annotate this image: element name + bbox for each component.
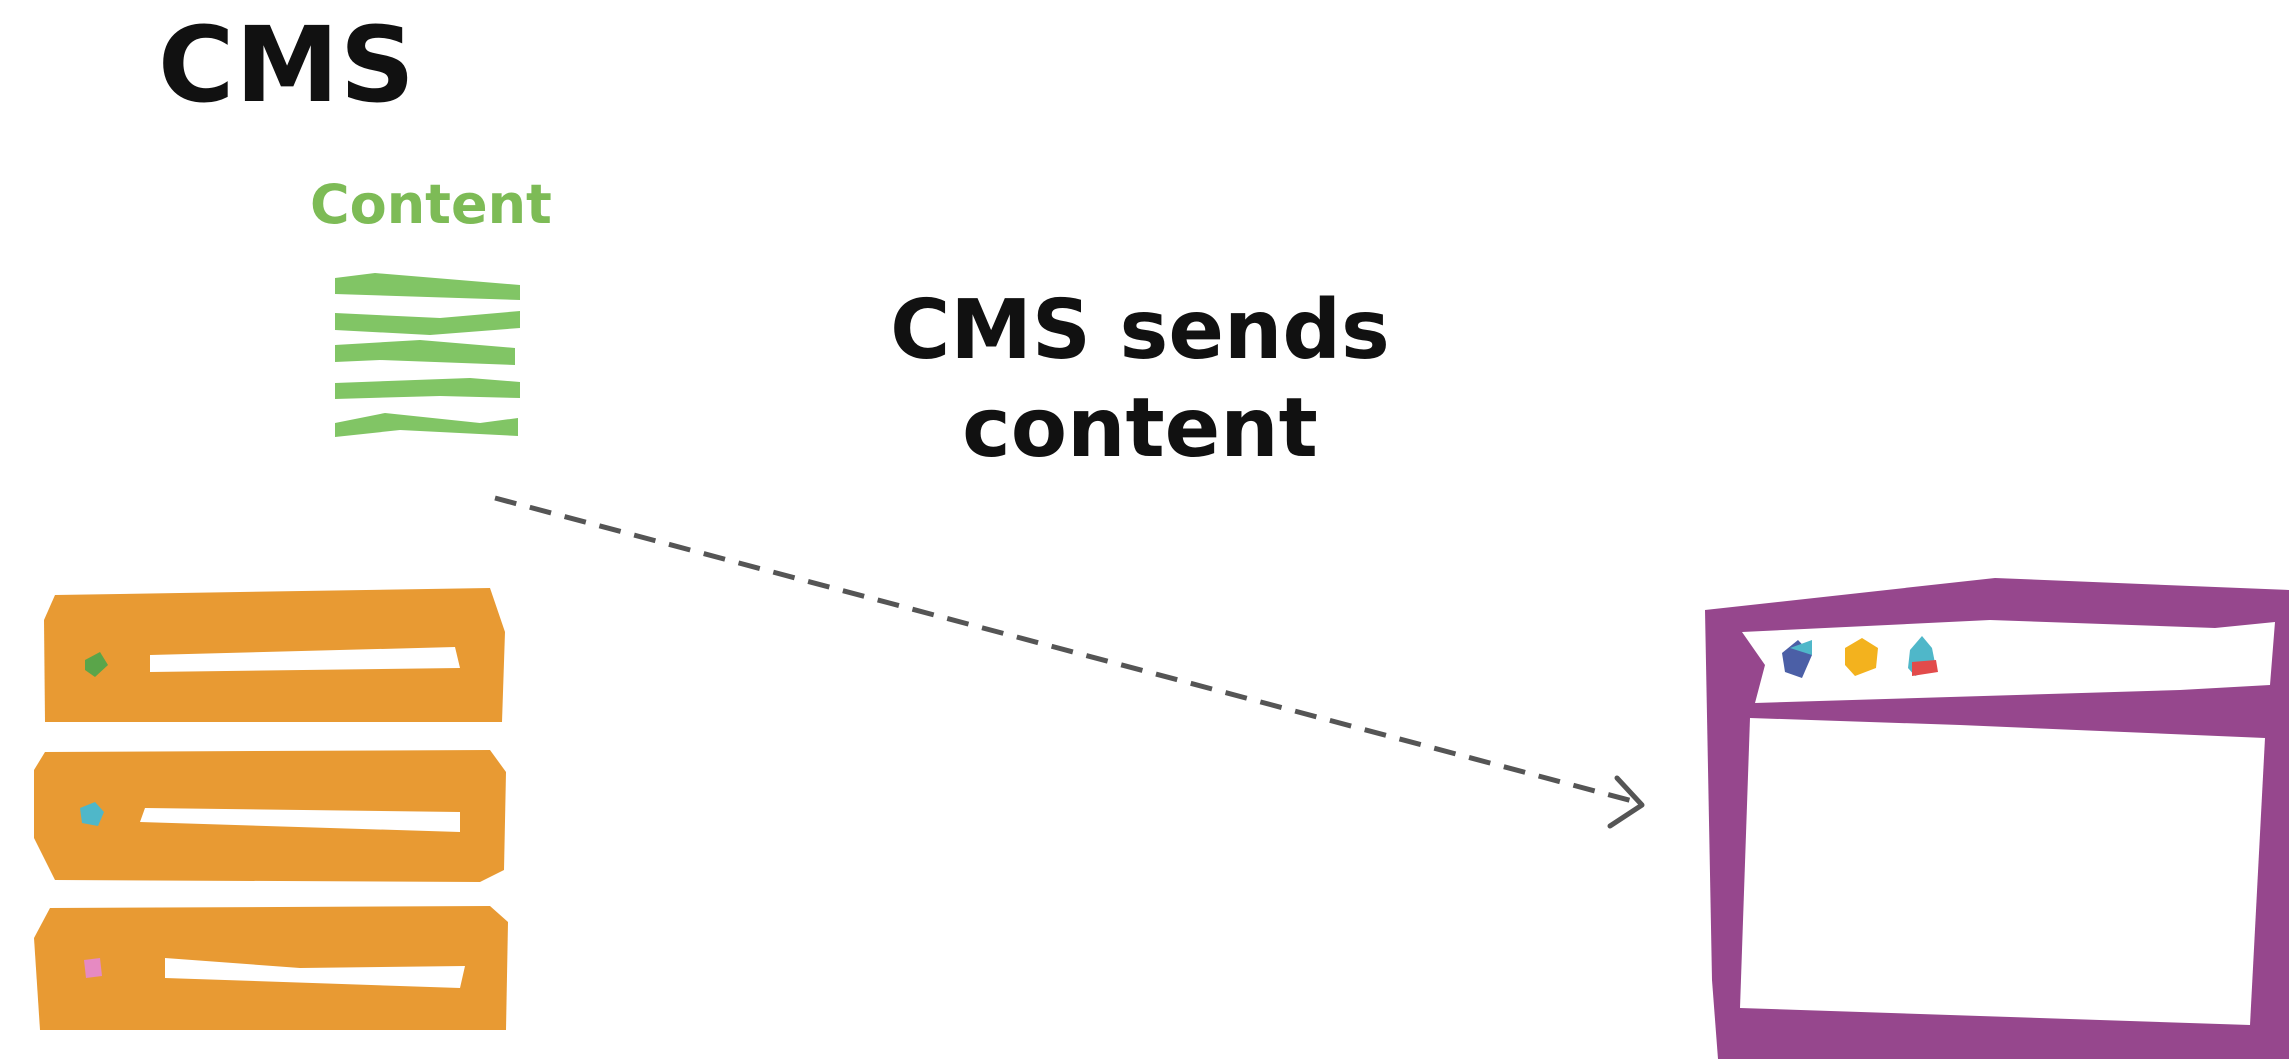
content-line [335, 413, 518, 437]
server-led [85, 652, 108, 677]
server-slot [150, 647, 460, 672]
browser-window-icon [1705, 578, 2289, 1059]
content-line [335, 311, 520, 335]
browser-viewport [1740, 718, 2265, 1025]
content-document-icon [335, 273, 520, 437]
content-label: Content [310, 173, 552, 236]
dashed-arrow-icon [494, 495, 1645, 829]
content-line [335, 378, 520, 399]
server-slot [140, 808, 460, 832]
diagram-title: CMS [158, 4, 416, 126]
server-slot [165, 958, 465, 988]
content-line [335, 340, 515, 365]
content-line [335, 273, 520, 300]
browser-dot [1845, 638, 1878, 676]
browser-dot [1912, 660, 1938, 676]
server-led [80, 802, 104, 826]
arrow-head [1607, 775, 1645, 829]
browser-dot [1790, 640, 1812, 655]
server-led [84, 958, 102, 978]
browser-toolbar [1742, 620, 2275, 703]
arrow-caption: CMS sends content [890, 283, 1390, 477]
arrow-line [494, 495, 1641, 806]
server-stack-icon [34, 588, 508, 1030]
